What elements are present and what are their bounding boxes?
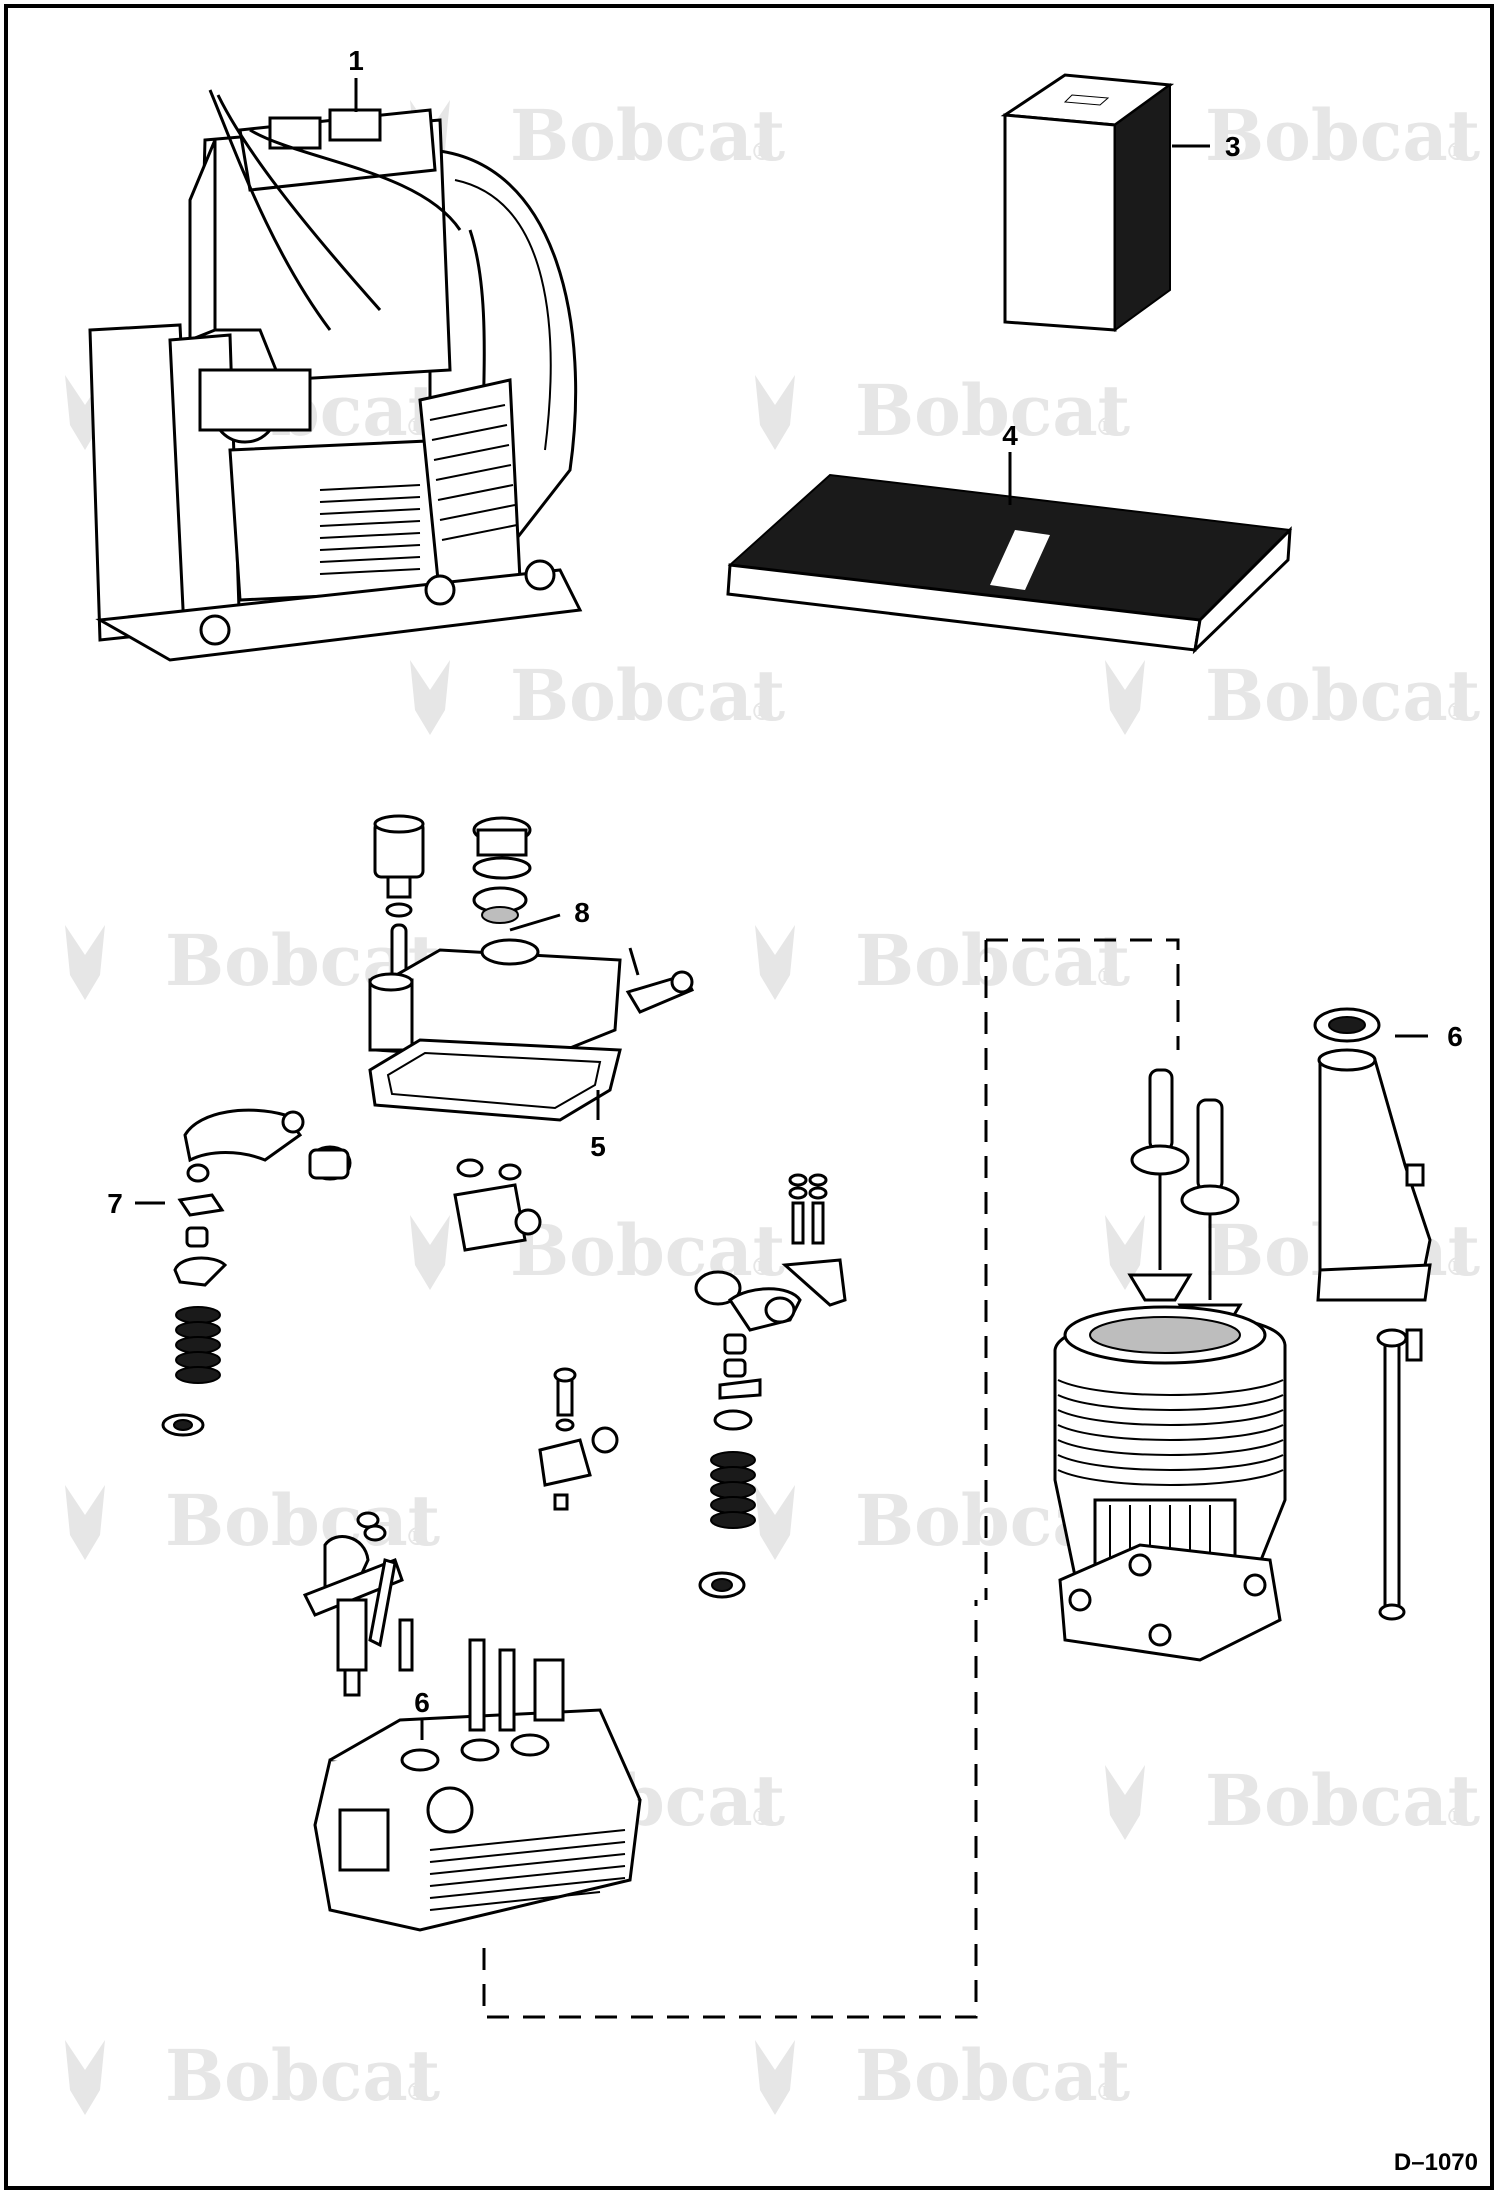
callout-7: 7 xyxy=(107,1188,123,1219)
watermark-text: Bobcat xyxy=(165,1479,440,1562)
watermark-mark: ® xyxy=(1095,2077,1119,2106)
watermark: Bobcat ® xyxy=(410,654,785,737)
assembly-dashed-line-bottom xyxy=(482,1600,978,2019)
watermark: Bobcat ® xyxy=(65,2034,440,2117)
watermark-text: Bobcat xyxy=(1205,94,1480,177)
watermark-text: Bobcat xyxy=(855,919,1130,1002)
cooling-fins xyxy=(319,484,421,575)
watermark-mark: ® xyxy=(405,2077,429,2106)
watermark: Bobcat ® xyxy=(1105,654,1480,737)
watermark-mark: ® xyxy=(1445,137,1469,166)
callout-leader-8 xyxy=(509,913,561,932)
watermark-text: Bobcat xyxy=(165,2034,440,2117)
engine-assembly xyxy=(88,89,583,662)
watermark: Bobcat ® xyxy=(410,94,785,177)
watermark: Bobcat ® xyxy=(1105,94,1480,177)
watermark-mark: ® xyxy=(750,137,774,166)
watermark-text: Bobcat xyxy=(1205,654,1480,737)
watermark: Bobcat ® xyxy=(65,1479,440,1562)
watermark: Bobcat ® xyxy=(410,1209,785,1292)
callout-4: 5 xyxy=(590,1131,606,1162)
watermark-text: Bobcat xyxy=(855,2034,1130,2117)
push-rod-tube xyxy=(1313,1007,1432,1621)
valve-train-right xyxy=(694,1258,847,1599)
cylinder-valves xyxy=(1127,1068,1243,1332)
watermark-mark: ® xyxy=(1095,412,1119,441)
watermark: Bobcat ® xyxy=(1105,1759,1480,1842)
watermark: Bobcat ® xyxy=(755,369,1130,452)
callout-3: 4 xyxy=(1002,420,1018,451)
cylinder-barrel xyxy=(1053,1305,1287,1662)
injector-clamp xyxy=(538,1367,619,1511)
bolts-center xyxy=(788,1173,828,1245)
watermark-mark: ® xyxy=(1445,1252,1469,1281)
cylinder-head xyxy=(313,1638,642,1932)
watermark-mark: ® xyxy=(1445,1802,1469,1831)
service-manual-box xyxy=(1000,73,1175,332)
watermark-mark: ® xyxy=(750,1252,774,1281)
head-fins xyxy=(429,1829,626,1911)
fuel-injector xyxy=(302,1511,414,1697)
watermark-text: Bobcat xyxy=(1205,1759,1480,1842)
valve-spring-left xyxy=(175,1306,221,1384)
callout-8: 8 xyxy=(574,897,590,928)
valve-train-left xyxy=(161,1108,352,1437)
valve-spring-right xyxy=(710,1451,756,1529)
figure-id: D–1070 xyxy=(1394,2149,1478,2176)
rocker-support-bracket xyxy=(453,1158,542,1252)
callout-1: 1 xyxy=(348,45,364,76)
watermark-mark: ® xyxy=(750,1802,774,1831)
watermark-text: Bobcat xyxy=(510,1209,785,1292)
rocker-cover-assembly xyxy=(368,814,695,1122)
watermark: Bobcat ® xyxy=(755,919,1130,1002)
assembly-dashed-line-top xyxy=(986,938,1180,1050)
watermark-mark: ® xyxy=(1445,697,1469,726)
watermark-mark: ® xyxy=(405,1522,429,1551)
callout-6: 6 xyxy=(414,1687,430,1718)
watermark-text: Bobcat xyxy=(510,94,785,177)
callout-5: 6 xyxy=(1447,1021,1463,1052)
parts-manual-book xyxy=(726,473,1293,655)
watermark-mark: ® xyxy=(750,697,774,726)
callout-2: 3 xyxy=(1225,131,1241,162)
watermark-text: Bobcat xyxy=(510,654,785,737)
watermark-text: Bobcat xyxy=(855,369,1130,452)
watermark-mark: ® xyxy=(1095,962,1119,991)
diagram-border xyxy=(4,4,1494,2190)
barrel-fins xyxy=(1057,1379,1284,1486)
watermark: Bobcat ® xyxy=(755,2034,1130,2117)
